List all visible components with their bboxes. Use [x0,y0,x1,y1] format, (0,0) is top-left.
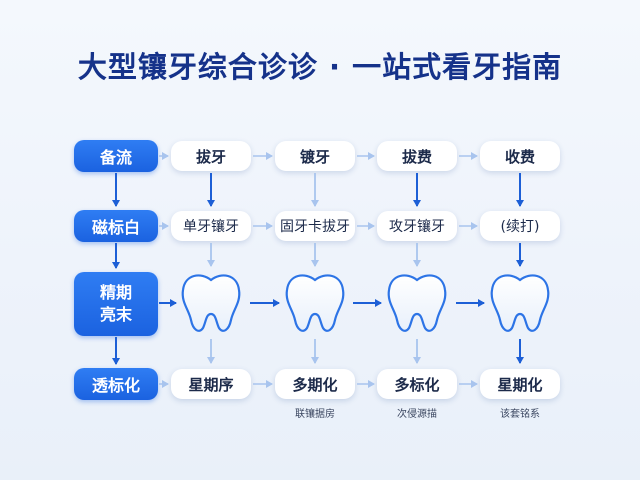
row-4-step-2[interactable]: 多期化 [275,369,355,399]
row-1-step-2[interactable]: 镀牙 [275,141,355,171]
row-1-step-4[interactable]: 收费 [480,141,560,171]
row-1-label: 备流 [99,148,132,167]
row-3-label-line-2: 亮末 [99,305,132,324]
row-4-step-1[interactable]: 星期序 [171,369,251,399]
row-4-step-4[interactable]: 星期化 [480,369,560,399]
row-4-step-3[interactable]: 多标化 [377,369,457,399]
row-4-label-button[interactable]: 透标化 [74,368,158,400]
page-title: 大型镶牙综合诊诊 · 一站式看牙指南 [77,50,563,84]
row-4-caption-3: 次侵源描 [397,409,437,420]
row-3-label-button[interactable]: 精期 亮末 [74,272,158,336]
row-4-caption-4: 该套铭系 [500,409,540,420]
row-1-step-3[interactable]: 拔费 [377,141,457,171]
row-1-step-1[interactable]: 拔牙 [171,141,251,171]
tooth-icon [181,274,241,332]
tooth-icon [285,274,345,332]
row-2-label-button[interactable]: 磁标白 [74,210,158,242]
row-1-label-button[interactable]: 备流 [74,140,158,172]
row-2-step-4[interactable]: (续打) [480,211,560,241]
row-2-step-3[interactable]: 攻牙镶牙 [377,211,457,241]
row-2-step-2[interactable]: 固牙卡拔牙 [275,211,355,241]
row-3-label-line-1: 精期 [99,283,132,302]
row-2-label: 磁标白 [91,218,140,237]
row-2-step-1[interactable]: 单牙镶牙 [171,211,251,241]
tooth-icon [490,274,550,332]
row-4-caption-2: 联镶据房 [295,409,335,420]
tooth-icon [387,274,447,332]
row-4-label: 透标化 [91,376,140,395]
